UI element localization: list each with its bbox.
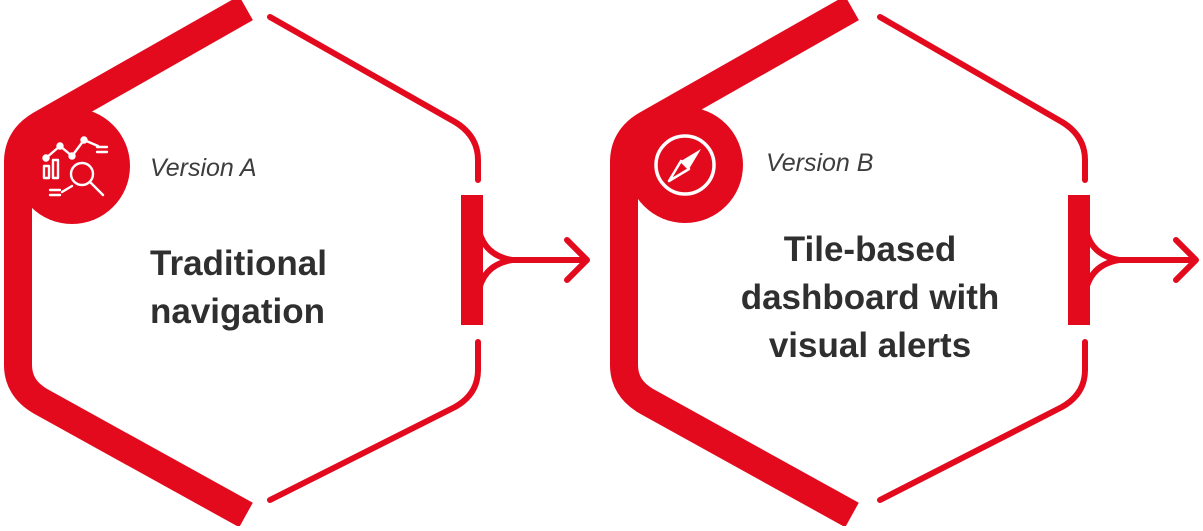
- hexagon-step-a: [4, 0, 590, 528]
- hexagon-b-left-bracket: [610, 0, 859, 528]
- analytics-magnifier-icon: [42, 136, 109, 197]
- connector-a-curve: [475, 222, 588, 298]
- hexagon-b-upper-right-edge: [877, 14, 1088, 183]
- hexagon-step-b: [610, 0, 1199, 528]
- step-b-title: Tile-based dashboard with visual alerts: [680, 226, 1060, 370]
- hexagon-a-lower-right-edge: [267, 339, 481, 503]
- step-b-version-label: Version B: [766, 149, 874, 177]
- hexagon-a-connector-bar: [461, 195, 483, 325]
- step-b-title-line: visual alerts: [768, 326, 972, 365]
- icon-circle-a: [14, 108, 130, 224]
- arrow-a-head-icon: [564, 237, 590, 283]
- compass-icon: [654, 134, 716, 196]
- connector-b-curve: [1082, 222, 1195, 298]
- step-a-title-line: navigation: [150, 292, 326, 331]
- hexagon-b-connector-bar: [1068, 195, 1090, 325]
- hexagon-b-lower-right-edge: [877, 339, 1088, 503]
- hexagon-a-upper-right-edge: [267, 14, 481, 183]
- step-b-title-line: dashboard with: [740, 278, 1000, 317]
- step-a-version-label: Version A: [150, 154, 257, 182]
- arrow-b-head-icon: [1173, 237, 1199, 283]
- step-a-title: Traditional navigation: [150, 240, 327, 336]
- step-a-title-line: Traditional: [150, 244, 327, 283]
- step-b-title-line: Tile-based: [783, 230, 957, 269]
